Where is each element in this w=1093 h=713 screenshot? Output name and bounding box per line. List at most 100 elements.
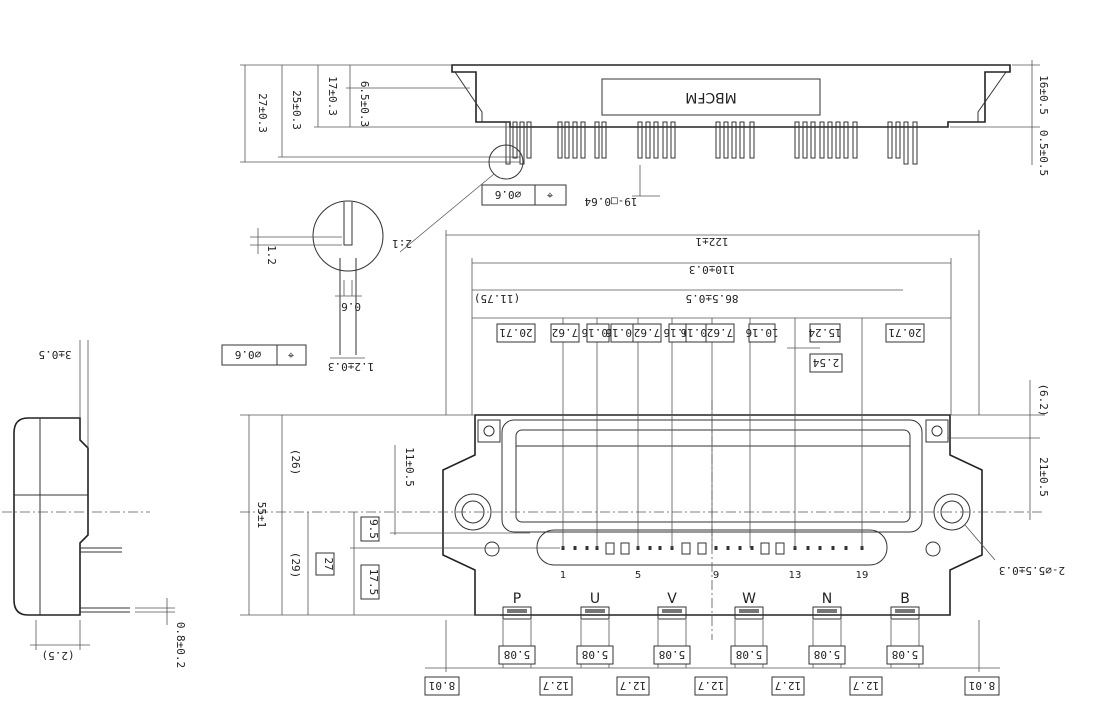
terminal-screw [895,609,915,613]
side-dim-3: 3±0.5 [38,348,71,361]
dim-0-6: 0.6 [341,300,361,313]
pitch-value: 10.16 [581,326,614,339]
top-pin [912,121,918,165]
top-pins [505,121,918,165]
top-view: MBCFM 27±0.3 25±0.3 17±0.3 6.5±0.3 16±0.… [240,60,1050,253]
pitch-box [809,323,841,343]
top-pin [505,121,511,165]
side-view: 3±0.5 (2.5) 0.8±0.2 [2,340,187,668]
terminal-block [812,606,842,620]
terminal-width-box [808,645,846,665]
top-pin [526,121,532,159]
signal-pin [806,546,810,550]
terminal-screw [585,609,605,613]
pitch-box [632,323,662,343]
top-pin [512,121,518,159]
dim-17-5: 17.5 [367,569,380,596]
top-pin [670,121,676,159]
pitch-value: 15.24 [808,326,841,339]
top-pin [810,121,816,159]
dim-27: 27±0.3 [256,93,269,133]
pin-number-5: 5 [635,570,641,581]
top-pin [895,121,901,159]
signal-pin [775,542,785,555]
position-tolerance-icon: ⌖ [288,349,294,362]
pitch-box [705,323,735,343]
dim-9-5-box [360,516,380,542]
signal-pin [726,546,730,550]
terminal-width-box [576,645,614,665]
tolerance-frame-detail [221,344,307,366]
position-tolerance-icon: ⌖ [547,189,553,202]
signal-pin [658,546,662,550]
top-pin [843,121,849,159]
terminal-screw [739,609,759,613]
signal-pin [831,546,835,550]
pitch-box [748,323,776,343]
pin-number-1: 1 [560,570,566,581]
terminal-label-n: N [822,591,832,607]
edge-margin-box [424,676,460,696]
scale-note: 2:1 [392,237,412,250]
signal-pin [620,542,630,555]
dim-27-box [315,552,335,576]
top-pin [519,121,525,165]
top-pin [594,121,600,159]
terminal-pitch-box [539,676,573,696]
terminal-width-box [730,645,768,665]
detail-marker-circle [488,144,524,180]
top-pin [852,121,858,159]
top-pin [903,121,909,165]
dim-86-5: 86.5±0.5 [686,292,739,305]
signal-pin [648,546,652,550]
terminal-width: 5.08 [659,648,686,661]
top-pin [564,121,570,159]
top-pin [827,121,833,159]
terminal-block [734,606,764,620]
terminal-pitch: 12.7 [775,679,802,692]
top-pin [835,121,841,159]
top-pin [794,121,800,159]
terminal-pitch-box [616,676,650,696]
dim-29: (29) [289,552,302,579]
top-pin [637,121,643,159]
top-pin [572,121,578,159]
terminal-pitch-box [849,676,883,696]
pitch-box [496,323,536,343]
tolerance-frame-top [481,184,567,206]
terminal-width: 5.08 [892,648,919,661]
mount-hole-left [454,493,492,531]
top-pin [819,121,825,159]
terminal-pitch-box [771,676,805,696]
terminal-width: 5.08 [736,648,763,661]
top-pin [580,121,586,159]
dim-122: 122±1 [695,235,728,248]
side-dim-2-5: (2.5) [41,649,74,662]
dim-2-54-box [809,353,843,373]
terminal-label-b: B [900,591,910,607]
terminal-pitch: 12.7 [853,679,880,692]
top-pin [557,121,563,159]
dim-0-5: 0.5±0.5 [1037,130,1050,176]
pitch-value: 7.62 [552,326,579,339]
part-marking: MBCFM [685,89,736,105]
dim-11-75: (11.75) [474,292,520,305]
terminal-block [890,606,920,620]
signal-pin [844,546,848,550]
dim-6-5: 6.5±0.3 [358,81,371,127]
dim-1-2: 1.2 [265,245,278,265]
terminal-pitch: 12.7 [698,679,725,692]
signal-pin [750,546,754,550]
terminal-block [580,606,610,620]
pitch-value: 7.62 [707,326,734,339]
edge-margin-box [964,676,1000,696]
terminal-block [657,606,687,620]
pitch-value: 20.71 [888,326,921,339]
top-pin [662,121,668,159]
top-pin [749,121,755,159]
signal-pin [760,542,770,555]
